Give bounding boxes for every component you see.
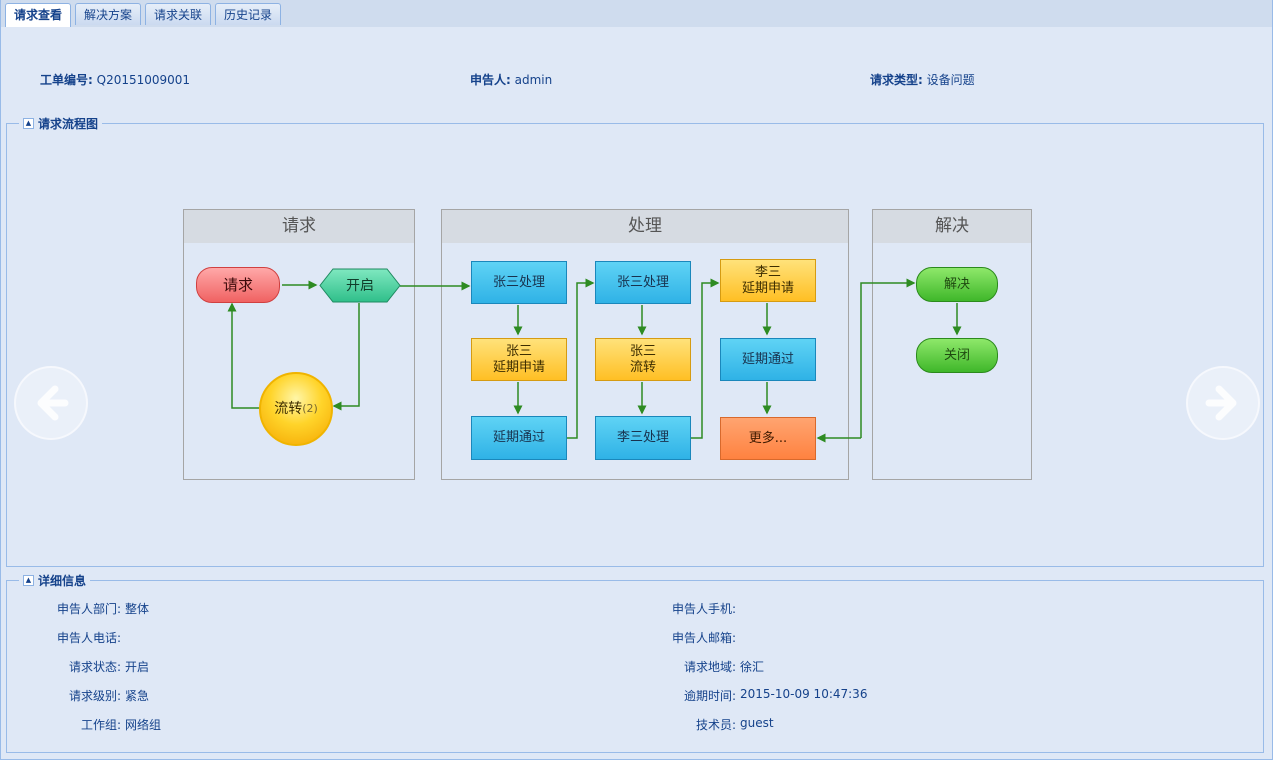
detail-label-status: 请求状态:	[68, 660, 121, 674]
tab-request-view[interactable]: 请求查看	[5, 3, 72, 28]
detail-value-technician: guest	[740, 716, 774, 730]
flow-node-transfer-label: 流转	[274, 401, 303, 417]
ticket-number-field: 工单编号: Q20151009001	[40, 71, 190, 88]
flow-node-open-label: 开启	[346, 278, 374, 294]
requester-value: admin	[514, 73, 553, 87]
detail-label-overdue: 逾期时间:	[683, 689, 736, 703]
tab-bar: 请求查看 解决方案 请求关联 历史记录	[0, 0, 1273, 28]
detail-info-fieldset: ▲ 详细信息	[6, 572, 1264, 753]
detail-label-email: 申告人邮箱:	[671, 631, 736, 645]
ticket-number-label: 工单编号:	[40, 73, 93, 87]
flow-chart-legend: ▲ 请求流程图	[19, 115, 103, 132]
flow-chart-fieldset: ▲ 请求流程图	[6, 115, 1264, 567]
lane-processing: 处理	[441, 209, 849, 480]
detail-label-workgroup: 工作组:	[80, 718, 121, 732]
flow-node-transfer-count: (2)	[302, 402, 318, 415]
lane-resolution-title: 解决	[873, 210, 1031, 243]
previous-arrow-button[interactable]	[14, 366, 88, 440]
arrow-right-icon	[1205, 385, 1237, 421]
detail-label-dept: 申告人部门:	[56, 602, 121, 616]
requester-field: 申告人: admin	[470, 71, 552, 88]
detail-value-status: 开启	[125, 660, 150, 674]
lane-resolution: 解决	[872, 209, 1032, 480]
collapse-toggle-icon[interactable]: ▲	[23, 575, 34, 586]
detail-label-region: 请求地域:	[683, 660, 736, 674]
flow-node-close[interactable]: 关闭	[916, 338, 998, 373]
flow-node-ls-delay-request[interactable]: 李三 延期申请	[720, 259, 816, 302]
flow-node-delay-pass-1[interactable]: 延期通过	[471, 416, 567, 460]
detail-label-mobile: 申告人手机:	[671, 602, 736, 616]
ticket-number-value: Q20151009001	[96, 73, 191, 87]
collapse-toggle-icon[interactable]: ▲	[23, 118, 34, 129]
flow-node-more[interactable]: 更多...	[720, 417, 816, 460]
tab-content-panel	[0, 27, 1273, 760]
lane-request: 请求	[183, 209, 415, 480]
detail-info-legend: ▲ 详细信息	[19, 572, 91, 589]
detail-value-level: 紧急	[125, 689, 150, 703]
detail-label-level: 请求级别:	[68, 689, 121, 703]
flow-node-ls-handle[interactable]: 李三处理	[595, 416, 691, 460]
next-arrow-button[interactable]	[1186, 366, 1260, 440]
request-type-value: 设备问题	[926, 73, 975, 87]
detail-value-dept: 整体	[125, 602, 150, 616]
flow-node-delay-pass-2[interactable]: 延期通过	[720, 338, 816, 381]
requester-label: 申告人:	[470, 73, 511, 87]
flow-node-zs-handle-2[interactable]: 张三处理	[595, 261, 691, 304]
detail-info-title: 详细信息	[38, 574, 87, 588]
lane-processing-title: 处理	[442, 210, 848, 243]
flow-node-request[interactable]: 请求	[196, 267, 280, 303]
request-type-field: 请求类型: 设备问题	[870, 71, 975, 88]
arrow-left-icon	[37, 385, 69, 421]
flow-node-zs-handle-1[interactable]: 张三处理	[471, 261, 567, 304]
detail-label-phone: 申告人电话:	[56, 631, 121, 645]
flow-node-resolve[interactable]: 解决	[916, 267, 998, 302]
flow-node-transfer[interactable]: 流转(2)	[259, 372, 333, 446]
detail-label-technician: 技术员:	[695, 718, 736, 732]
detail-value-overdue: 2015-10-09 10:47:36	[740, 687, 868, 701]
detail-value-workgroup: 网络组	[125, 718, 162, 732]
lane-request-title: 请求	[184, 210, 414, 243]
tab-history[interactable]: 历史记录	[215, 3, 282, 25]
flow-node-zs-transfer[interactable]: 张三 流转	[595, 338, 691, 381]
tab-solution[interactable]: 解决方案	[75, 3, 142, 25]
flow-chart-title: 请求流程图	[38, 117, 99, 131]
tab-request-relation[interactable]: 请求关联	[145, 3, 212, 25]
detail-value-region: 徐汇	[740, 660, 765, 674]
flow-node-zs-delay-request[interactable]: 张三 延期申请	[471, 338, 567, 381]
request-type-label: 请求类型:	[870, 73, 923, 87]
flow-node-open[interactable]: 开启	[319, 268, 401, 303]
